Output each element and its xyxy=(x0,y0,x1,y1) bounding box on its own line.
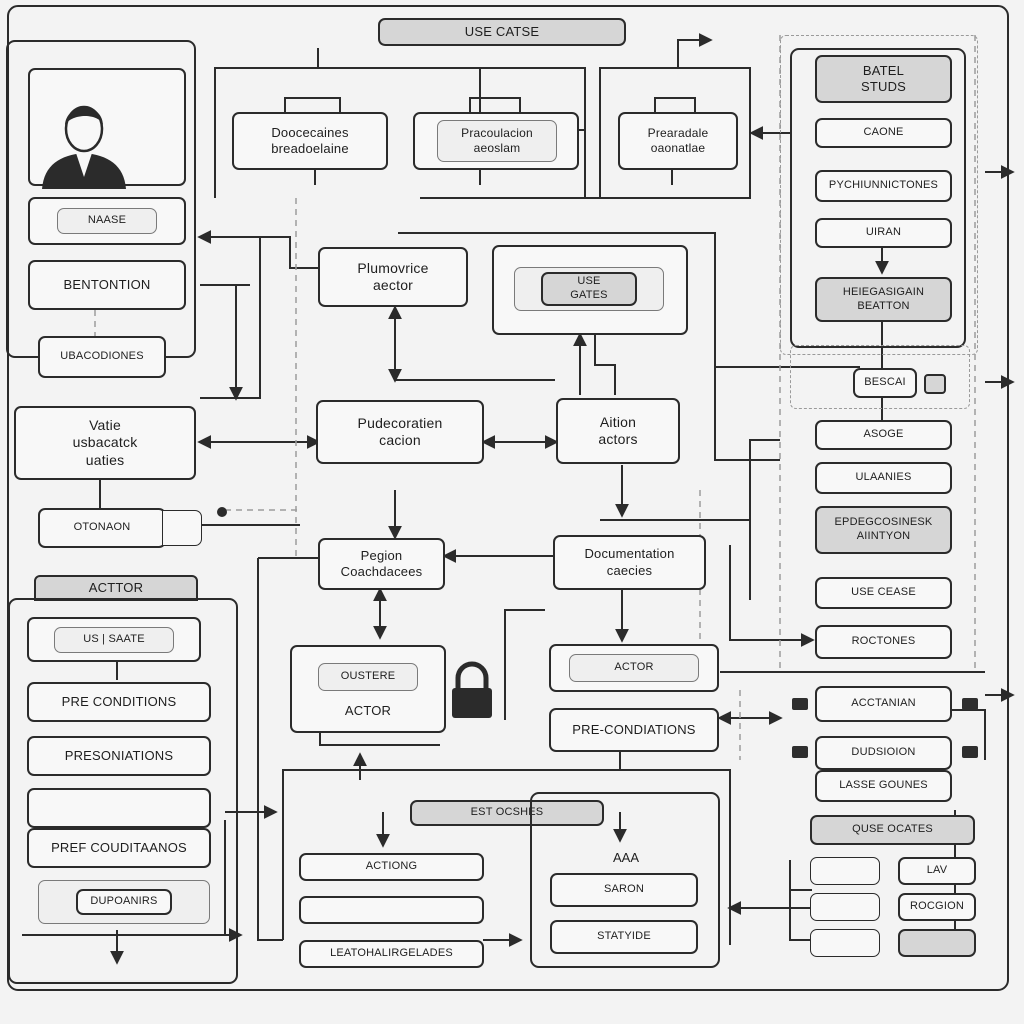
outsere-box: OUSTERE ACTOR xyxy=(290,645,446,733)
lav-button[interactable]: LAV xyxy=(898,857,976,885)
use-gates-box: USE GATES xyxy=(492,245,688,335)
heiegasigain-button[interactable]: HEIEGASIGAIN BEATTON xyxy=(815,277,952,322)
actor-name-label: NAASE xyxy=(57,208,157,234)
acctanian-box[interactable]: ACCTANIAN xyxy=(815,686,952,722)
lock-icon xyxy=(452,661,492,718)
dupoanirs-box: DUPOANIRS xyxy=(38,880,210,924)
dudsioion-right-marker xyxy=(962,746,978,758)
right-top-group xyxy=(780,35,978,355)
blank-grey-button[interactable] xyxy=(898,929,976,957)
est-ocshes-header: EST OCSHES xyxy=(410,800,604,826)
quse-row-1[interactable] xyxy=(810,857,880,885)
documentation-box: Documentation caecies xyxy=(553,535,706,590)
preconditions-box: PRE-CONDIATIONS xyxy=(549,708,719,752)
caone-box[interactable]: CAONE xyxy=(815,118,952,148)
dupoanirs-label: DUPOANIRS xyxy=(76,889,172,915)
use-gates-label: USE GATES xyxy=(541,272,637,306)
pre-conditions-button[interactable]: PRE CONDITIONS xyxy=(27,682,211,722)
right-top-frame xyxy=(790,48,966,348)
uiran-box[interactable]: UIRAN xyxy=(815,218,952,248)
action-actors-box: Aition actors xyxy=(556,398,680,464)
pychiunnictones-box[interactable]: PYCHIUNNICTONES xyxy=(815,170,952,202)
actor-avatar-card xyxy=(28,68,186,189)
epdegcosinesk-button[interactable]: EPDEGCOSINESK AIINTYON xyxy=(815,506,952,554)
row-dots[interactable] xyxy=(299,896,484,924)
top-box-pracoulacion-label: Pracoulacion aeoslam xyxy=(437,120,557,162)
top-box-prearadale: Prearadale oaonatlae xyxy=(618,112,738,170)
outsere-label: OUSTERE xyxy=(318,663,418,691)
plumovrice-actor: Plumovrice aector xyxy=(318,247,468,307)
leatohalirgelades-row[interactable]: LEATOHALIRGELADES xyxy=(299,940,484,968)
otonaon-box: OTONAON xyxy=(38,508,166,548)
pudecoratien-box: Pudecoratien cacion xyxy=(316,400,484,464)
actor-box-label: ACTOR xyxy=(569,654,699,682)
presoniations-button[interactable]: PRESONIATIONS xyxy=(27,736,211,776)
batel-studs-box: BATEL STUDS xyxy=(815,55,952,103)
actor-action-button[interactable]: BENTONTION xyxy=(28,260,186,310)
asoge-box[interactable]: ASOGE xyxy=(815,420,952,450)
diagram-title: USE CATSE xyxy=(378,18,626,46)
use-gates-panel: USE GATES xyxy=(514,267,664,311)
dudsioion-box[interactable]: DUDSIOION xyxy=(815,736,952,770)
actor-label-box: UBACODIONES xyxy=(38,336,166,378)
statyide-button[interactable]: STATYIDE xyxy=(550,920,698,954)
top-box-doocecaines: Doocecaines breadoelaine xyxy=(232,112,388,170)
batel-label: BATEL xyxy=(862,62,905,78)
dudsioion-left-marker xyxy=(792,746,808,758)
use-saate-label: US | SAATE xyxy=(54,626,174,653)
use-saate-box: US | SAATE xyxy=(27,617,201,662)
outsere-actor-label: ACTOR xyxy=(344,703,392,718)
acctanian-left-marker xyxy=(792,698,808,710)
use-cease-box[interactable]: USE CEASE xyxy=(815,577,952,609)
actiong-row[interactable]: ACTIONG xyxy=(299,853,484,881)
quse-row-3[interactable] xyxy=(810,929,880,957)
vatie-box: Vatie usbacatck uaties xyxy=(14,406,196,480)
pref-conditaanos-button[interactable]: PREF COUDITAANOS xyxy=(27,828,211,868)
empty-box xyxy=(27,788,211,828)
studs-label: STUDS xyxy=(860,79,907,94)
top-box-pracoulacion: Pracoulacion aeoslam xyxy=(413,112,579,170)
quse-ocates-header: QUSE OCATES xyxy=(810,815,975,845)
lasse-gounes-box[interactable]: LASSE GOUNES xyxy=(815,770,952,802)
actor-section-header: ACTTOR xyxy=(34,575,198,601)
bescai-group xyxy=(790,345,970,409)
bescai-box[interactable]: BESCAI xyxy=(853,368,917,398)
ulaanies-box[interactable]: ULAANIES xyxy=(815,462,952,494)
est-ocshes-panel xyxy=(530,792,720,968)
rocgion-button[interactable]: ROCGION xyxy=(898,893,976,921)
person-icon xyxy=(42,105,126,189)
roctones-box[interactable]: ROCTONES xyxy=(815,625,952,659)
pegion-box: Pegion Coachdacees xyxy=(318,538,445,590)
actor-section-frame xyxy=(8,598,238,984)
aaa-label: AAA xyxy=(612,850,639,865)
quse-row-2[interactable] xyxy=(810,893,880,921)
actor-name-field: NAASE xyxy=(28,197,186,245)
otonaon-tab xyxy=(162,510,202,546)
acctanian-right-marker xyxy=(962,698,978,710)
actor-box: ACTOR xyxy=(549,644,719,692)
bescai-checkbox[interactable] xyxy=(924,374,946,394)
saron-button[interactable]: SARON xyxy=(550,873,698,907)
